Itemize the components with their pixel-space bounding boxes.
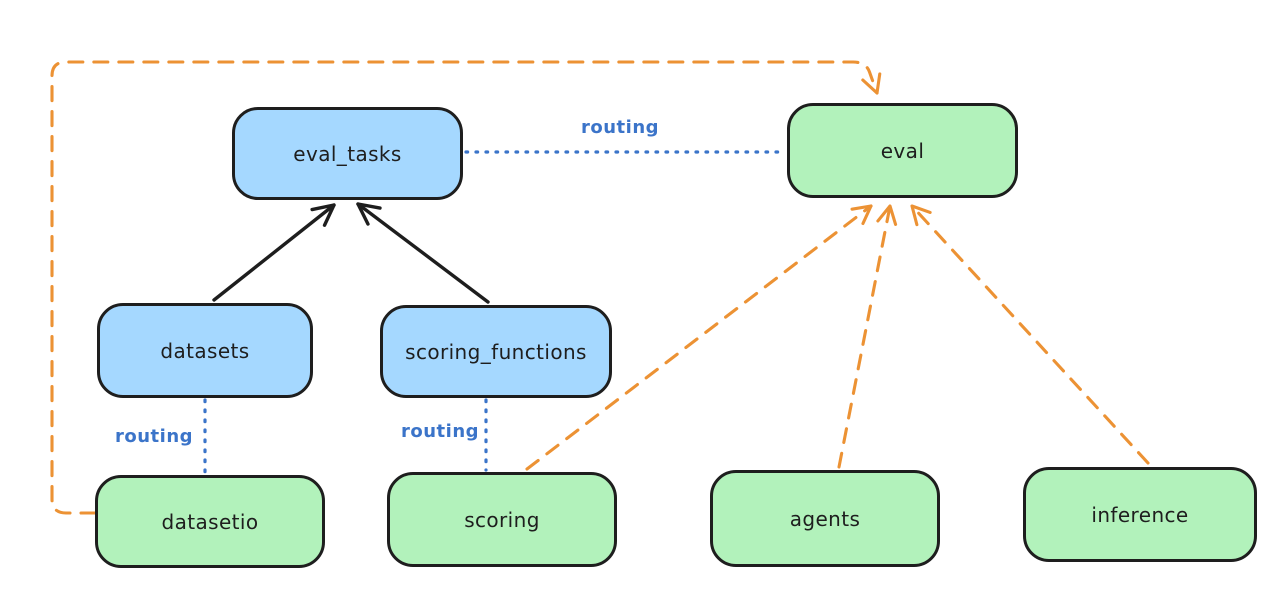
node-inference: inference <box>1023 467 1257 562</box>
node-scoring: scoring <box>387 472 617 567</box>
node-eval-tasks: eval_tasks <box>232 107 463 200</box>
edge-scoring-to-eval <box>525 204 873 471</box>
node-eval-tasks-label: eval_tasks <box>293 141 402 166</box>
edge-datasetio-to-eval <box>50 60 882 515</box>
node-eval: eval <box>787 103 1018 198</box>
edge-datasets-to-eval-tasks <box>212 203 336 302</box>
edge-label-routing-datasets-datasetio: routing <box>114 426 194 447</box>
edge-label-routing-eval-tasks-eval: routing <box>580 117 660 138</box>
edge-label-routing-scoring-functions-scoring: routing <box>400 421 480 442</box>
node-scoring-label: scoring <box>464 507 540 532</box>
node-inference-label: inference <box>1091 502 1189 527</box>
node-datasets-label: datasets <box>160 338 250 363</box>
node-agents-label: agents <box>789 506 861 531</box>
node-scoring-functions-label: scoring_functions <box>405 339 587 364</box>
edge-agents-to-eval <box>837 204 898 469</box>
node-agents: agents <box>710 470 940 567</box>
node-datasets: datasets <box>97 303 313 398</box>
node-datasetio: datasetio <box>95 475 325 568</box>
node-datasetio-label: datasetio <box>161 509 259 534</box>
edge-inference-to-eval <box>910 204 1150 465</box>
edge-scoring-functions-to-eval-tasks <box>356 202 490 304</box>
node-scoring-functions: scoring_functions <box>380 305 612 398</box>
node-eval-label: eval <box>880 138 925 163</box>
